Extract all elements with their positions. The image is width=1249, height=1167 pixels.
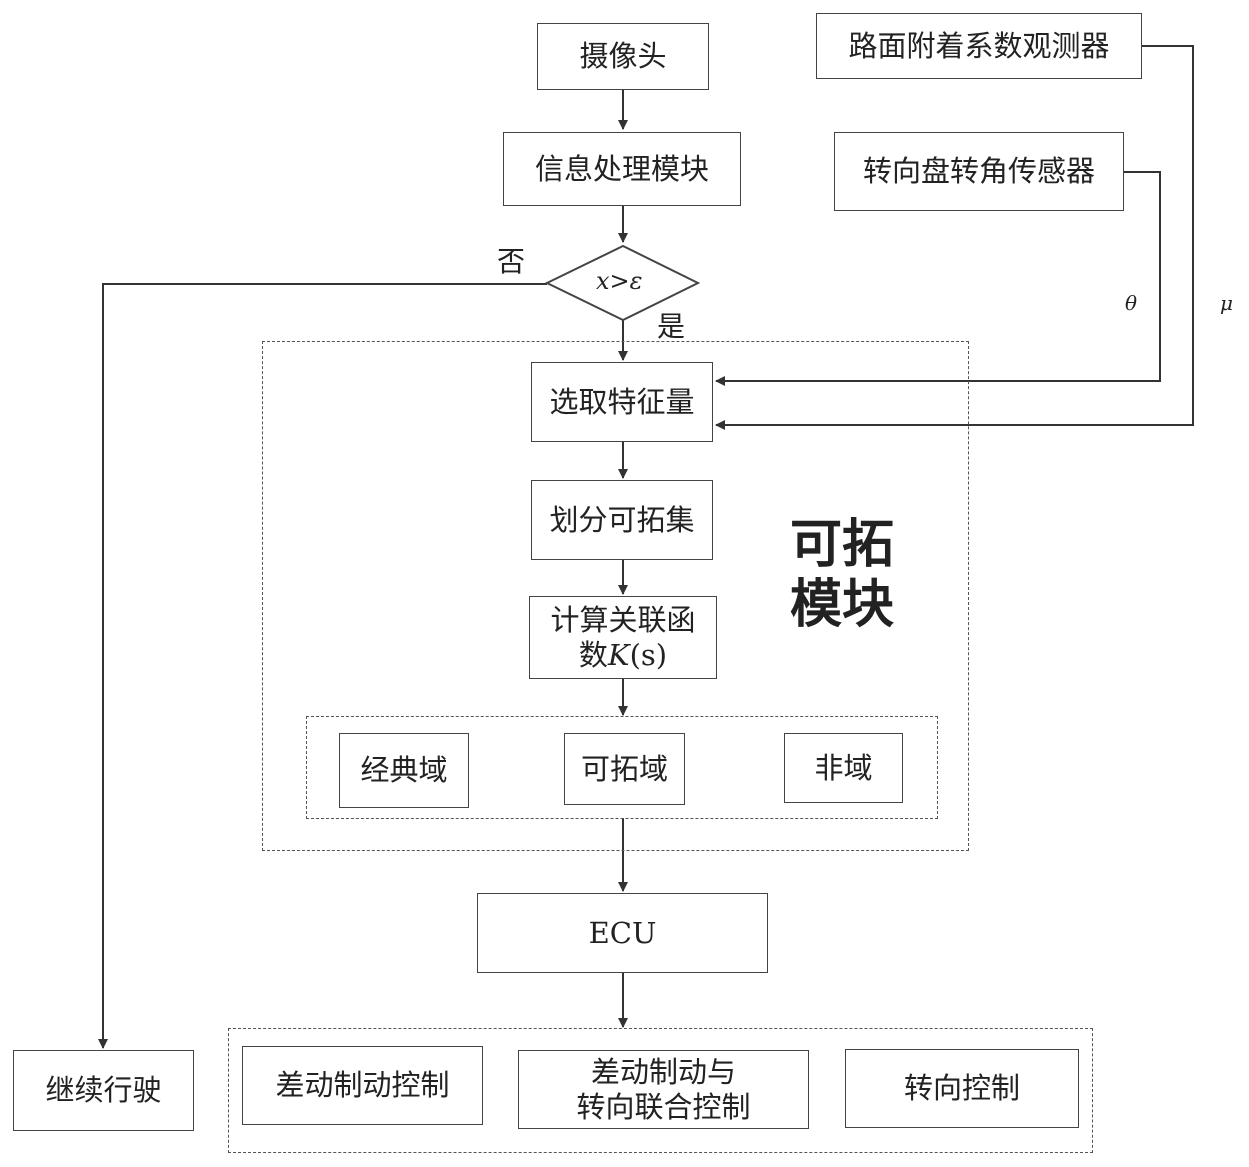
extension-domain-box: 可拓域 — [564, 733, 685, 805]
combined-control-line2: 转向联合控制 — [576, 1089, 751, 1124]
correlation-symbol: K — [607, 637, 630, 672]
decision-rhs: ε — [629, 267, 643, 295]
select-features-label: 选取特征量 — [549, 384, 695, 419]
arrow-mu-to-select — [715, 45, 1194, 430]
info-processing-box: 信息处理模块 — [503, 132, 741, 206]
combined-control-box: 差动制动与 转向联合控制 — [518, 1050, 809, 1129]
extension-module-title-line2: 模块 — [790, 575, 895, 636]
info-processing-label: 信息处理模块 — [534, 151, 709, 186]
select-features-box: 选取特征量 — [531, 362, 713, 442]
no-branch-label: 否 — [497, 245, 526, 278]
partition-label: 划分可拓集 — [549, 502, 695, 537]
correlation-line1: 计算关联函 — [550, 603, 696, 638]
continue-driving-box: 继续行驶 — [13, 1050, 194, 1131]
extension-module-group — [262, 341, 969, 851]
ecu-box: ECU — [477, 893, 768, 973]
domain-group — [306, 716, 938, 819]
continue-driving-label: 继续行驶 — [45, 1073, 162, 1108]
non-domain-box: 非域 — [784, 733, 903, 803]
correlation-line2-prefix: 数 — [578, 637, 608, 672]
correlation-arg: (s) — [629, 637, 668, 672]
arrow-decision-no-to-continue — [98, 283, 547, 1049]
decision-condition: x>ε — [596, 267, 643, 295]
classic-domain-label: 经典域 — [360, 753, 448, 788]
steering-control-box: 转向控制 — [845, 1049, 1079, 1128]
correlation-line2: 数K(s) — [579, 638, 667, 672]
extension-domain-label: 可拓域 — [580, 751, 668, 786]
steering-angle-sensor-box: 转向盘转角传感器 — [834, 132, 1124, 211]
control-group — [228, 1028, 1093, 1153]
classic-domain-box: 经典域 — [339, 733, 469, 808]
decision-operator: > — [609, 267, 630, 295]
decision-diamond — [544, 244, 701, 322]
steering-angle-sensor-label: 转向盘转角传感器 — [862, 154, 1095, 189]
road-adhesion-observer-label: 路面附着系数观测器 — [848, 28, 1110, 63]
non-domain-label: 非域 — [814, 750, 873, 785]
extension-module-title-line1: 可拓 — [790, 515, 895, 575]
partition-box: 划分可拓集 — [531, 480, 713, 560]
steering-control-label: 转向控制 — [903, 1071, 1020, 1106]
yes-branch-label: 是 — [657, 310, 686, 343]
theta-signal-label: θ — [1125, 291, 1138, 315]
arrow-theta-to-select — [715, 171, 1161, 386]
correlation-function-box: 计算关联函 数K(s) — [529, 596, 717, 679]
camera-label: 摄像头 — [579, 39, 667, 74]
road-adhesion-observer-box: 路面附着系数观测器 — [816, 13, 1142, 79]
ecu-label: ECU — [588, 915, 657, 950]
differential-braking-box: 差动制动控制 — [242, 1046, 483, 1125]
differential-braking-label: 差动制动控制 — [275, 1068, 450, 1103]
combined-control-line1: 差动制动与 — [590, 1055, 736, 1090]
mu-signal-label: μ — [1220, 291, 1233, 315]
extension-module-title: 可拓 模块 — [790, 515, 894, 636]
decision-lhs: x — [596, 267, 610, 295]
camera-box: 摄像头 — [537, 23, 709, 90]
